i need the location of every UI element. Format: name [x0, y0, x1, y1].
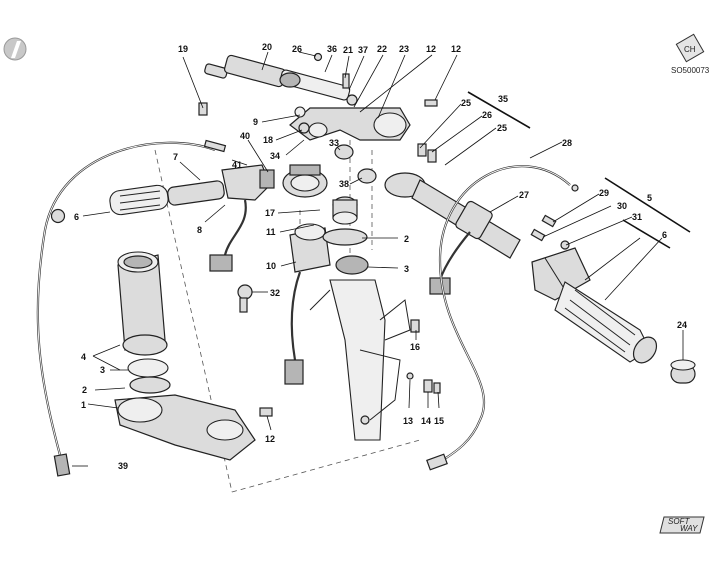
- callout-2b: 2: [82, 385, 87, 395]
- softway-logo: SOFT WAY: [659, 516, 705, 534]
- callout-34: 34: [270, 151, 280, 161]
- callout-26b: 26: [482, 110, 492, 120]
- callout-17: 17: [265, 208, 275, 218]
- callout-36: 36: [327, 44, 337, 54]
- callout-6a: 6: [74, 212, 79, 222]
- callout-26a: 26: [292, 44, 302, 54]
- callout-27: 27: [519, 190, 529, 200]
- callout-10: 10: [266, 261, 276, 271]
- logo-text-2: WAY: [680, 524, 698, 533]
- left-grip: [109, 180, 225, 216]
- callout-35: 35: [498, 94, 508, 104]
- callout-14: 14: [421, 416, 431, 426]
- callout-11: 11: [266, 227, 276, 237]
- group-brackets: [467, 91, 691, 249]
- callout-25b: 25: [497, 123, 507, 133]
- callout-21: 21: [343, 45, 353, 55]
- bar-end-cap: [670, 359, 696, 384]
- left-switch-housing: [221, 164, 275, 201]
- callout-9: 9: [253, 117, 258, 127]
- logo-text-1: SOFT: [668, 517, 690, 526]
- bushing-38: [357, 168, 377, 184]
- callout-39: 39: [118, 461, 128, 471]
- callout-8: 8: [197, 225, 202, 235]
- callout-30: 30: [617, 201, 627, 211]
- callout-6b: 6: [662, 230, 667, 240]
- callout-41: 41: [232, 160, 242, 170]
- left-clipon-clamp: [282, 164, 328, 198]
- callout-29: 29: [599, 188, 609, 198]
- callout-23: 23: [399, 44, 409, 54]
- bolts-top: [198, 52, 438, 134]
- callout-24: 24: [677, 320, 687, 330]
- callout-22: 22: [377, 44, 387, 54]
- callout-7: 7: [173, 152, 178, 162]
- callout-25a: 25: [461, 98, 471, 108]
- washer-6: [50, 208, 66, 224]
- bolts-right: [406, 143, 570, 394]
- left-cable: [36, 139, 227, 477]
- callout-28: 28: [562, 138, 572, 148]
- callout-3b: 3: [100, 365, 105, 375]
- ignition-switch: [284, 223, 331, 385]
- callout-2a: 2: [404, 234, 409, 244]
- bottom-yoke: [114, 394, 273, 461]
- leader-lines: [72, 51, 684, 467]
- callout-3a: 3: [404, 264, 409, 274]
- callout-5: 5: [647, 193, 652, 203]
- callout-31: 31: [632, 212, 642, 222]
- drawing-code: SO500073: [671, 66, 710, 75]
- badge-text: CH: [684, 45, 696, 54]
- callout-1: 1: [81, 400, 86, 410]
- frame-head: [309, 279, 411, 441]
- callout-4: 4: [81, 352, 86, 362]
- callout-20: 20: [262, 42, 272, 52]
- callout-19: 19: [178, 44, 188, 54]
- callout-13: 13: [403, 416, 413, 426]
- bushing-33: [334, 144, 354, 160]
- callout-37: 37: [358, 45, 368, 55]
- callout-18: 18: [263, 135, 273, 145]
- right-cable: [426, 165, 579, 471]
- steering-damper: [204, 54, 358, 106]
- steering-head-parts: [322, 196, 369, 275]
- callout-38: 38: [339, 179, 349, 189]
- callout-40: 40: [240, 131, 250, 141]
- callout-33: 33: [329, 138, 339, 148]
- callouts: 19 20 26 36 21 37 22 23 12 12 9 18 34 40…: [74, 42, 687, 471]
- callout-12a: 12: [426, 44, 436, 54]
- top-yoke: [289, 107, 411, 141]
- brand-logo-icon: [3, 37, 27, 61]
- brand-badge-icon: CH: [675, 33, 705, 63]
- left-switch-wiring: [209, 199, 247, 272]
- callout-32: 32: [270, 288, 280, 298]
- right-grip: [554, 281, 658, 364]
- callout-15: 15: [434, 416, 444, 426]
- key-32: [237, 284, 253, 313]
- callout-12c: 12: [265, 434, 275, 444]
- callout-12b: 12: [451, 44, 461, 54]
- callout-16: 16: [410, 342, 420, 352]
- steering-stem: [117, 251, 171, 394]
